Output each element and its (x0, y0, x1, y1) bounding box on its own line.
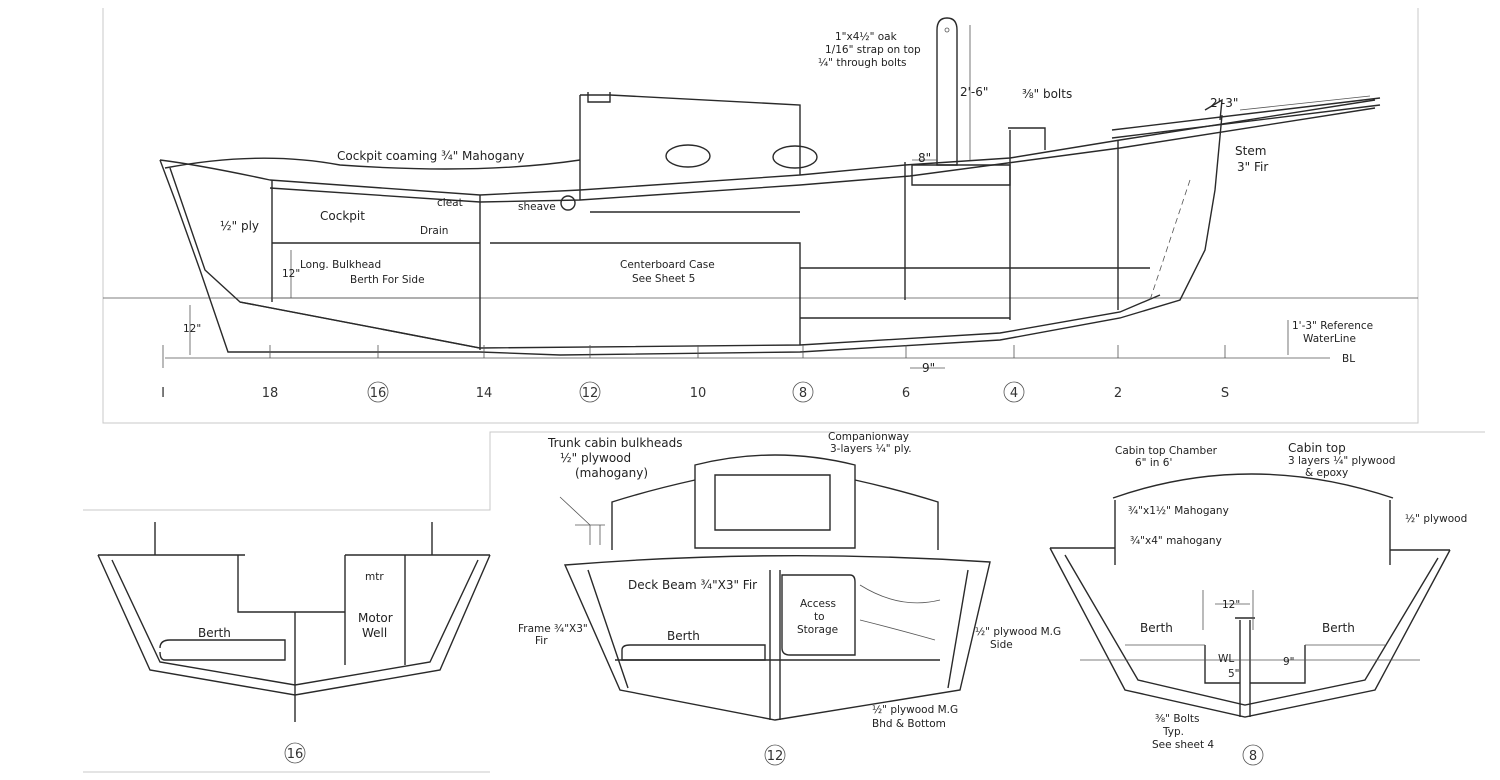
berth-label: Berth (1140, 621, 1173, 635)
station-label: S (1221, 386, 1229, 401)
dimension-5: 5" (1228, 668, 1240, 680)
bolts-note: ⅜" bolts (1022, 87, 1072, 101)
drain-note: Drain (420, 225, 448, 237)
station-label: 10 (690, 386, 707, 401)
deck-beam-note: Deck Beam ¾"X3" Fir (628, 578, 757, 592)
motor-mount-label: mtr (365, 571, 384, 583)
cabin-top-note: 3 layers ¼" plywood (1288, 455, 1395, 467)
mahogany-note: ¾"x4" mahogany (1130, 535, 1222, 547)
station-label: 6 (902, 386, 910, 401)
plywood-note: ½" plywood (1405, 513, 1467, 525)
station-label: 12 (582, 386, 599, 401)
companionway-note: Companionway (828, 431, 909, 443)
station-label: 14 (476, 386, 493, 401)
chamber-note: Cabin top Chamber (1115, 445, 1218, 457)
sheave-note: sheave (518, 201, 556, 213)
station-label: 2 (1114, 386, 1122, 401)
dimension-12: 12" (183, 323, 201, 335)
side-note: Side (990, 639, 1013, 651)
profile-labels: 1"x4½" oak 1/16" strap on top ¼" through… (183, 31, 1373, 375)
trunk-note: (mahogany) (575, 466, 648, 480)
dimension-8: 8" (918, 151, 931, 165)
section-16: Berth Motor Well mtr 16 (97, 522, 491, 764)
sheet-frames (83, 8, 1485, 773)
bowsprit-dimension: 2'-3" (1210, 96, 1238, 110)
tiller-note: 1"x4½" oak (835, 31, 898, 43)
bulkhead-note: Berth For Side (350, 274, 425, 286)
section-label: 8 (1249, 749, 1257, 764)
station-label: 4 (1010, 386, 1018, 401)
dimension-9: 9" (922, 361, 935, 375)
ply-note: ½" ply (220, 219, 259, 233)
section-12: Trunk cabin bulkheads ½" plywood (mahoga… (518, 431, 1061, 766)
companionway-note: 3-layers ¼" ply. (830, 443, 912, 455)
frame-note: Frame ¾"X3" (518, 623, 588, 635)
station-label: 8 (799, 386, 807, 401)
dimension-12: 12" (1222, 599, 1240, 611)
trunk-note: ½" plywood (560, 451, 631, 465)
station-label: I (161, 386, 165, 401)
berth-label: Berth (1322, 621, 1355, 635)
coaming-note: Cockpit coaming ¾" Mahogany (337, 149, 524, 163)
stem-note: 3" Fir (1237, 160, 1268, 174)
bolts-note: ⅜" Bolts (1155, 713, 1199, 725)
berth-label: Berth (198, 626, 231, 640)
centerboard-note: Centerboard Case (620, 259, 715, 271)
access-note: Storage (797, 624, 838, 636)
waterline-note: WaterLine (1303, 333, 1356, 345)
station-label: 16 (370, 386, 387, 401)
cockpit-label: Cockpit (320, 209, 365, 223)
tiller-note: ¼" through bolts (818, 57, 907, 69)
tiller-dimension: 2'-6" (960, 85, 988, 99)
bottom-note: Bhd & Bottom (872, 718, 946, 730)
centerboard-note: See Sheet 5 (632, 273, 695, 285)
chamber-note: 6" in 6' (1135, 457, 1172, 469)
station-labels: I 18 16 14 12 10 8 6 4 2 S (161, 381, 1229, 403)
cleat-note: cleat (437, 197, 463, 209)
bolts-note: Typ. (1162, 726, 1184, 738)
motor-well-label: Well (362, 626, 387, 640)
waterline-label: WL (1218, 653, 1234, 665)
dimension-12: 12" (282, 268, 300, 280)
access-note: Access (800, 598, 836, 610)
mahogany-note: ¾"x1½" Mahogany (1128, 505, 1229, 517)
bulkhead-note: Long. Bulkhead (300, 259, 381, 271)
baseline-label: BL (1342, 353, 1355, 365)
bottom-note: ½" plywood M.G (872, 704, 958, 716)
cabin-top-note: Cabin top (1288, 441, 1346, 455)
trunk-note: Trunk cabin bulkheads (547, 436, 683, 450)
stem-note: Stem (1235, 144, 1266, 158)
frame-note: Fir (535, 635, 548, 647)
access-note: to (814, 611, 825, 623)
section-8: Cabin top Chamber 6" in 6' Cabin top 3 l… (1049, 441, 1467, 766)
side-note: ½" plywood M.G (975, 626, 1061, 638)
tiller-note: 1/16" strap on top (825, 44, 921, 56)
motor-well-label: Motor (358, 611, 393, 625)
cabin-top-note: & epoxy (1305, 467, 1348, 479)
station-label: 18 (262, 386, 279, 401)
bolts-note: See sheet 4 (1152, 739, 1214, 751)
profile-view (103, 17, 1418, 369)
section-label: 16 (287, 747, 304, 762)
waterline-note: 1'-3" Reference (1292, 320, 1373, 332)
dimension-9: 9" (1283, 656, 1295, 668)
section-label: 12 (767, 749, 784, 764)
berth-label: Berth (667, 629, 700, 643)
